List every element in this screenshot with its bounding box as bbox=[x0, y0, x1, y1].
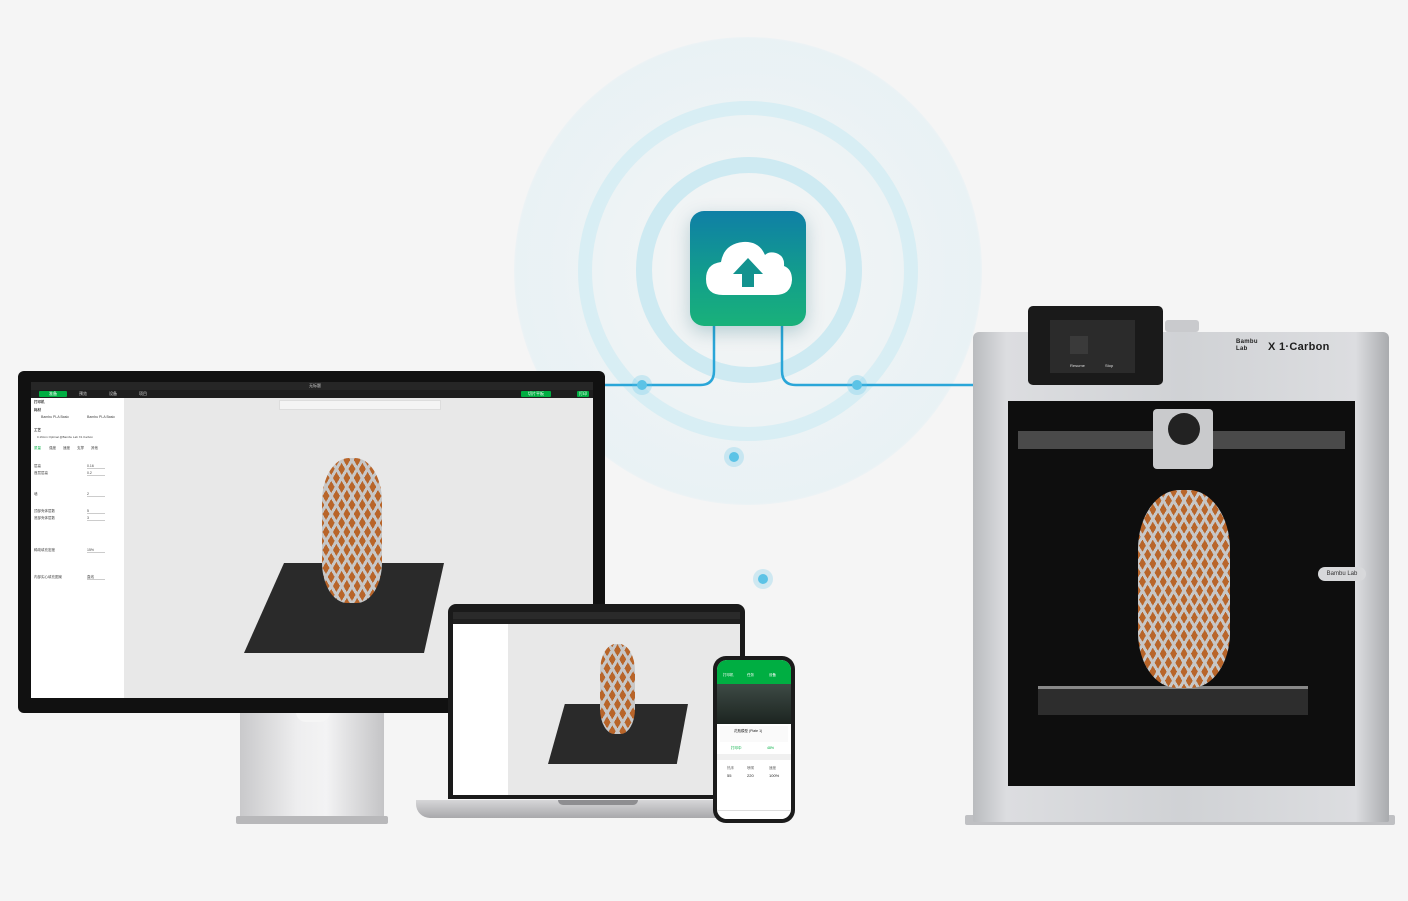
task-title: 花瓶模型 (Plate 1) bbox=[734, 729, 763, 733]
printer-screen-resume[interactable]: Resume bbox=[1070, 363, 1085, 368]
node-laptop bbox=[729, 452, 739, 462]
section-printer: 打印机 bbox=[34, 400, 45, 404]
print-bed bbox=[1038, 686, 1308, 715]
cloud-upload-icon bbox=[706, 241, 792, 295]
laptop-slicer-window bbox=[453, 612, 740, 795]
row-label: 首层层高 bbox=[34, 471, 48, 475]
row-label: 底部壳体层数 bbox=[34, 516, 55, 520]
row-value[interactable]: 0.16 bbox=[87, 464, 105, 469]
row-label: 墙 bbox=[34, 492, 38, 496]
row-value[interactable]: 0.2 bbox=[87, 471, 105, 476]
3d-viewport[interactable] bbox=[124, 398, 593, 698]
cloud-upload-tile bbox=[690, 211, 806, 326]
monitor-stand bbox=[240, 712, 384, 820]
viewport-toolbar[interactable] bbox=[279, 400, 441, 410]
phone-bottom-nav[interactable] bbox=[717, 810, 791, 819]
tab-prepare[interactable]: 准备 bbox=[39, 391, 67, 397]
row-value[interactable]: 2 bbox=[87, 492, 105, 497]
laptop-sidebar bbox=[453, 624, 509, 795]
printer-top-knob bbox=[1165, 320, 1199, 332]
laptop-vase-model[interactable] bbox=[600, 644, 635, 734]
print-progress: 48% bbox=[767, 746, 775, 750]
row-value[interactable]: 5 bbox=[87, 509, 105, 514]
toolhead-fan bbox=[1168, 413, 1200, 445]
laptop-notch bbox=[558, 800, 638, 805]
row-label: 顶部壳体层数 bbox=[34, 509, 55, 513]
window-title: 无标题 bbox=[309, 383, 321, 388]
row-value[interactable]: 直线 bbox=[87, 575, 105, 580]
task-card[interactable]: 花瓶模型 (Plate 1) bbox=[720, 726, 788, 742]
node-monitor bbox=[637, 380, 647, 390]
readout-nozzle-label: 喷嘴 bbox=[747, 766, 754, 770]
tab-project[interactable]: 项目 bbox=[139, 391, 147, 396]
readout-grid: 热床 55 喷嘴 220 速度 100% bbox=[721, 764, 787, 794]
process-tab-speed[interactable]: 速度 bbox=[63, 446, 70, 450]
vase-model[interactable] bbox=[322, 458, 382, 603]
printer-side-badge: Bambu Lab bbox=[1318, 567, 1366, 581]
print-button[interactable]: 打印 bbox=[577, 391, 589, 397]
node-phone bbox=[758, 574, 768, 584]
laptop-toolbar bbox=[453, 619, 740, 624]
laptop-titlebar bbox=[453, 612, 740, 619]
print-status: 打印中 bbox=[731, 746, 742, 750]
readout-nozzle-value: 220 bbox=[747, 773, 754, 778]
camera-feed[interactable] bbox=[717, 684, 791, 724]
readout-speed-label: 速度 bbox=[769, 766, 776, 770]
node-printer bbox=[852, 380, 862, 390]
brand-top: Bambu bbox=[1236, 339, 1258, 345]
process-tab-strength[interactable]: 强度 bbox=[49, 446, 56, 450]
phone-header: 打印机 任务 设备 bbox=[717, 660, 791, 684]
section-process: 工艺 bbox=[34, 428, 41, 432]
phone-tab-device[interactable]: 设备 bbox=[769, 673, 776, 677]
printer-screen-stop[interactable]: Stop bbox=[1105, 363, 1114, 368]
readout-bed-label: 热床 bbox=[727, 766, 734, 770]
phone-tab-printer[interactable]: 打印机 bbox=[723, 673, 734, 677]
settings-sidebar: 打印机 耗材 Bambu PLA Basic Bambu PLA Basic 工… bbox=[31, 398, 125, 698]
monitor-stand-hole bbox=[296, 712, 330, 722]
process-tab-support[interactable]: 支撑 bbox=[77, 446, 84, 450]
slice-plate-button[interactable]: 切片平板 bbox=[521, 391, 551, 397]
process-preset[interactable]: 0.16mm Optimal @Bambu Lab X1 Carbon bbox=[37, 435, 93, 439]
section-filament: 耗材 bbox=[34, 408, 41, 412]
process-tab-others[interactable]: 其他 bbox=[91, 446, 98, 450]
tab-preview[interactable]: 预览 bbox=[79, 391, 87, 396]
filament-2[interactable]: Bambu PLA Basic bbox=[87, 415, 116, 419]
monitor-stand-base bbox=[236, 816, 388, 824]
row-value[interactable]: 15% bbox=[87, 548, 105, 553]
row-label: 层高 bbox=[34, 464, 41, 468]
readout-bed-value: 55 bbox=[727, 773, 732, 778]
process-tab-quality[interactable]: 质量 bbox=[34, 446, 41, 450]
laptop-viewport[interactable] bbox=[508, 624, 740, 795]
row-label: 稀疏填充密度 bbox=[34, 548, 55, 552]
filament-1[interactable]: Bambu PLA Basic bbox=[41, 415, 70, 419]
row-label: 内部实心填充图案 bbox=[34, 575, 62, 579]
phone-tab-task[interactable]: 任务 bbox=[747, 673, 754, 677]
brand-bottom: Lab bbox=[1236, 346, 1248, 352]
printer-screen-thumb bbox=[1070, 336, 1088, 354]
line-to-monitor bbox=[603, 324, 716, 387]
printer-screen-display: Resume Stop bbox=[1050, 320, 1135, 373]
tab-device[interactable]: 设备 bbox=[109, 391, 117, 396]
slicer-titlebar: 无标题 bbox=[31, 382, 593, 390]
row-value[interactable]: 3 bbox=[87, 516, 105, 521]
line-to-printer bbox=[780, 324, 975, 387]
printed-vase bbox=[1138, 490, 1230, 688]
readout-speed-value: 100% bbox=[769, 773, 780, 778]
phone-app-screen: 打印机 任务 设备 花瓶模型 (Plate 1) 打印中 48% 热床 55 喷… bbox=[717, 660, 791, 819]
control-tabs[interactable] bbox=[717, 754, 791, 760]
slicer-toolbar: 准备 预览 设备 项目 切片平板 打印 bbox=[31, 390, 593, 398]
laptop-base bbox=[416, 800, 776, 818]
printer-model: X 1·Carbon bbox=[1268, 341, 1330, 353]
